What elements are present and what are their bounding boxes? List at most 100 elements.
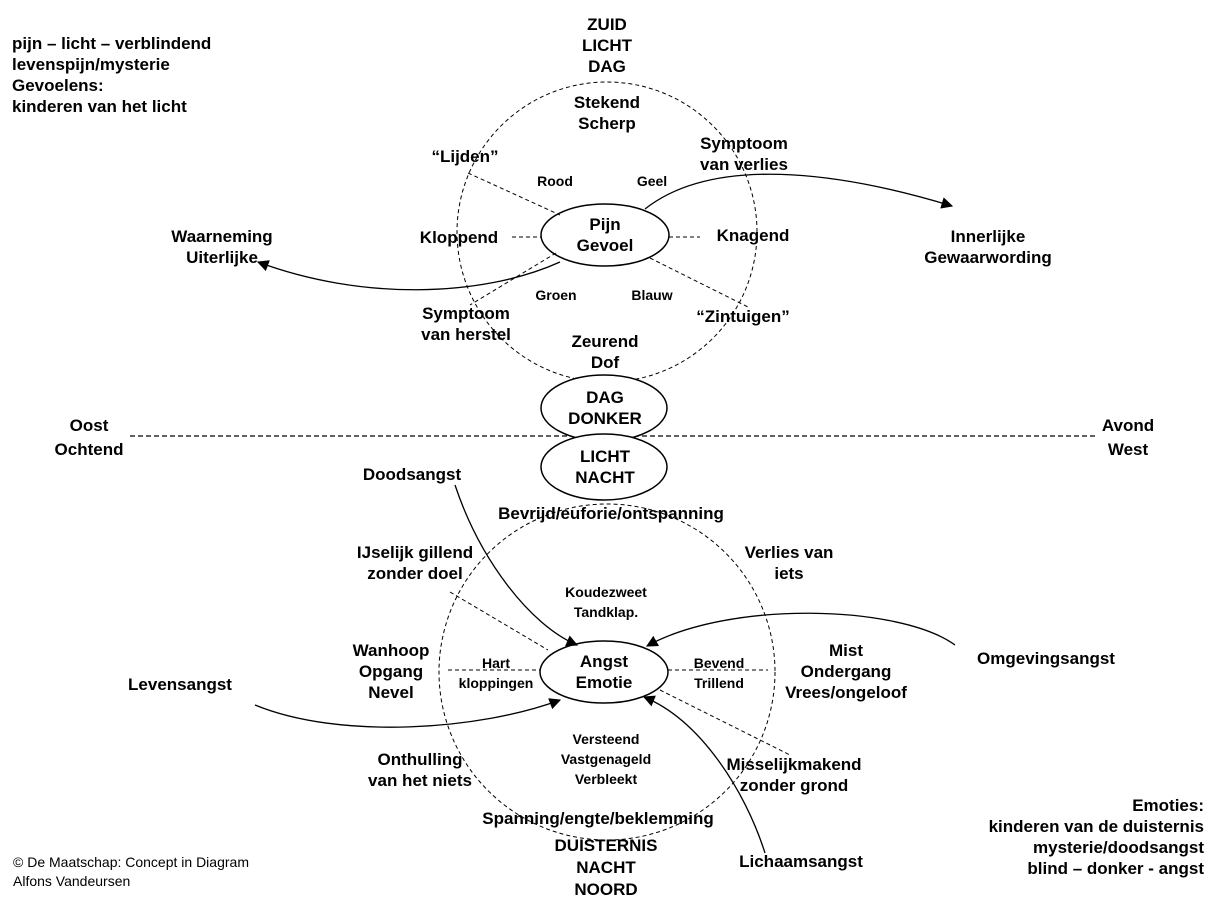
label-line: Gevoel xyxy=(576,236,634,255)
note-line: mysterie/doodsangst xyxy=(1033,838,1204,857)
mist-ondergang-label: Mist Ondergang Vrees/ongeloof xyxy=(785,640,907,703)
label-line: Pijn xyxy=(589,215,621,234)
compass-line: NOORD xyxy=(574,880,638,899)
label-line: Uiterlijke xyxy=(186,248,258,267)
ijselijk-gillend-label: IJselijk gillend zonder doel xyxy=(357,542,473,584)
label-line: Symptoom xyxy=(700,134,788,153)
versteend-label: Versteend Vastgenageld Verbleekt xyxy=(561,729,651,789)
lower-dashed-circle xyxy=(438,503,776,841)
label-line: zonder grond xyxy=(739,776,849,795)
label-line: Dof xyxy=(590,353,620,372)
gevoelens-note: pijn – licht – verblindend levenspijn/my… xyxy=(12,33,211,117)
label-line: Tandklap. xyxy=(573,604,639,620)
knagend-label: Knagend xyxy=(716,226,790,245)
north-compass-label: DUISTERNIS NACHT NOORD xyxy=(555,835,658,901)
kloppend-label: Kloppend xyxy=(419,228,499,247)
label-line: IJselijk gillend xyxy=(356,543,474,562)
label-line: Gewaarwording xyxy=(924,248,1052,267)
upper-dashed-circle xyxy=(456,81,758,383)
licht-nacht-label: LICHT NACHT xyxy=(575,446,635,488)
copyright-line: © De Maatschap: Concept in Diagram xyxy=(13,854,249,870)
label-line: Verlies van xyxy=(744,543,834,562)
label-line: Waarneming xyxy=(171,227,273,246)
hartkloppingen-label: Hart kloppingen xyxy=(459,653,534,693)
angst-emotie-oval xyxy=(539,640,669,704)
color-blauw: Blauw xyxy=(631,287,673,303)
doodsangst-label: Doodsangst xyxy=(362,465,462,484)
label-line: Wanhoop xyxy=(352,641,430,660)
lower-arrows xyxy=(254,484,956,854)
label-line: Emotie xyxy=(575,673,633,692)
label-line: iets xyxy=(774,564,804,583)
innerlijke-gewaarwording-label: Innerlijke Gewaarwording xyxy=(924,226,1052,268)
symptoom-verlies-label: Symptoom van verlies xyxy=(700,133,788,175)
label-line: Oost xyxy=(69,416,109,435)
label-line: Avond xyxy=(1101,416,1155,435)
levensangst-label: Levensangst xyxy=(128,675,232,694)
label-line: Innerlijke xyxy=(950,227,1026,246)
angst-emotie-center: Angst Emotie xyxy=(576,651,633,693)
label-line: van het niets xyxy=(368,771,472,790)
note-line: blind – donker - angst xyxy=(1027,859,1204,878)
wanhoop-label: Wanhoop Opgang Nevel xyxy=(353,640,430,703)
lower-spokes xyxy=(448,591,791,756)
bevend-trillend-label: Bevend Trillend xyxy=(694,653,745,693)
omgevingsangst-label: Omgevingsangst xyxy=(977,649,1115,668)
stekend-scherp-label: Stekend Scherp xyxy=(574,92,640,134)
label-line: Bevend xyxy=(693,655,745,671)
bevrijd-label: Bevrijd/euforie/ontspanning xyxy=(498,504,724,523)
label-line: DONKER xyxy=(568,409,642,428)
spanning-label: Spanning/engte/beklemming xyxy=(482,809,714,828)
copyright-line: Alfons Vandeursen xyxy=(13,873,131,889)
label-line: van herstel xyxy=(421,325,511,344)
label-line: LICHT xyxy=(579,447,631,466)
label-line: Symptoom xyxy=(422,304,510,323)
note-line: pijn – licht – verblindend xyxy=(12,34,212,53)
label-line: van verlies xyxy=(700,155,788,174)
label-line: zonder doel xyxy=(367,564,463,583)
label-line: Angst xyxy=(579,652,629,671)
compass-line: DUISTERNIS xyxy=(554,836,658,855)
waarneming-uiterlijke-label: Waarneming Uiterlijke xyxy=(171,226,272,268)
zintuigen-label: “Zintuigen” xyxy=(696,307,790,326)
label-line: Mist xyxy=(829,641,863,660)
note-line: kinderen van het licht xyxy=(12,97,187,116)
label-line: Zeurend xyxy=(571,332,639,351)
emoties-note: Emoties: kinderen van de duisternis myst… xyxy=(989,795,1204,879)
upper-arrows xyxy=(256,173,954,291)
color-groen: Groen xyxy=(535,287,577,303)
pijn-gevoel-center: Pijn Gevoel xyxy=(577,214,634,256)
label-line: Misselijkmakend xyxy=(726,755,862,774)
label-line: Hart xyxy=(481,655,511,671)
verlies-van-iets-label: Verlies van iets xyxy=(745,542,834,584)
color-geel: Geel xyxy=(636,173,668,189)
label-line: Ochtend xyxy=(54,440,124,459)
note-line: levenspijn/mysterie xyxy=(12,55,170,74)
label-line: Vastgenageld xyxy=(560,751,652,767)
compass-line: LICHT xyxy=(581,36,633,55)
symptoom-herstel-label: Symptoom van herstel xyxy=(421,303,511,345)
label-line: NACHT xyxy=(575,468,635,487)
compass-line: DAG xyxy=(588,57,626,76)
oost-ochtend-label: Oost Ochtend xyxy=(55,414,124,462)
lichaamsangst-label: Lichaamsangst xyxy=(739,852,863,871)
south-compass-label: ZUID LICHT DAG xyxy=(582,14,632,77)
color-rood: Rood xyxy=(537,173,573,189)
label-line: Vrees/ongeloof xyxy=(785,683,907,702)
label-line: Trillend xyxy=(694,675,744,691)
label-line: kloppingen xyxy=(458,675,534,691)
label-line: Ondergang xyxy=(800,662,892,681)
dag-donker-label: DAG DONKER xyxy=(568,387,642,429)
note-line: Emoties: xyxy=(1132,796,1204,815)
avond-west-label: Avond West xyxy=(1102,414,1154,462)
label-line: Koudezweet xyxy=(565,584,647,600)
label-line: Stekend xyxy=(573,93,641,112)
label-line: Nevel xyxy=(368,683,414,702)
misselijkmakend-label: Misselijkmakend zonder grond xyxy=(726,754,861,796)
label-line: Opgang xyxy=(358,662,424,681)
compass-line: NACHT xyxy=(576,858,636,877)
onthulling-label: Onthulling van het niets xyxy=(368,749,472,791)
licht-nacht-oval xyxy=(540,433,668,501)
copyright-note: © De Maatschap: Concept in Diagram Alfon… xyxy=(13,853,249,891)
